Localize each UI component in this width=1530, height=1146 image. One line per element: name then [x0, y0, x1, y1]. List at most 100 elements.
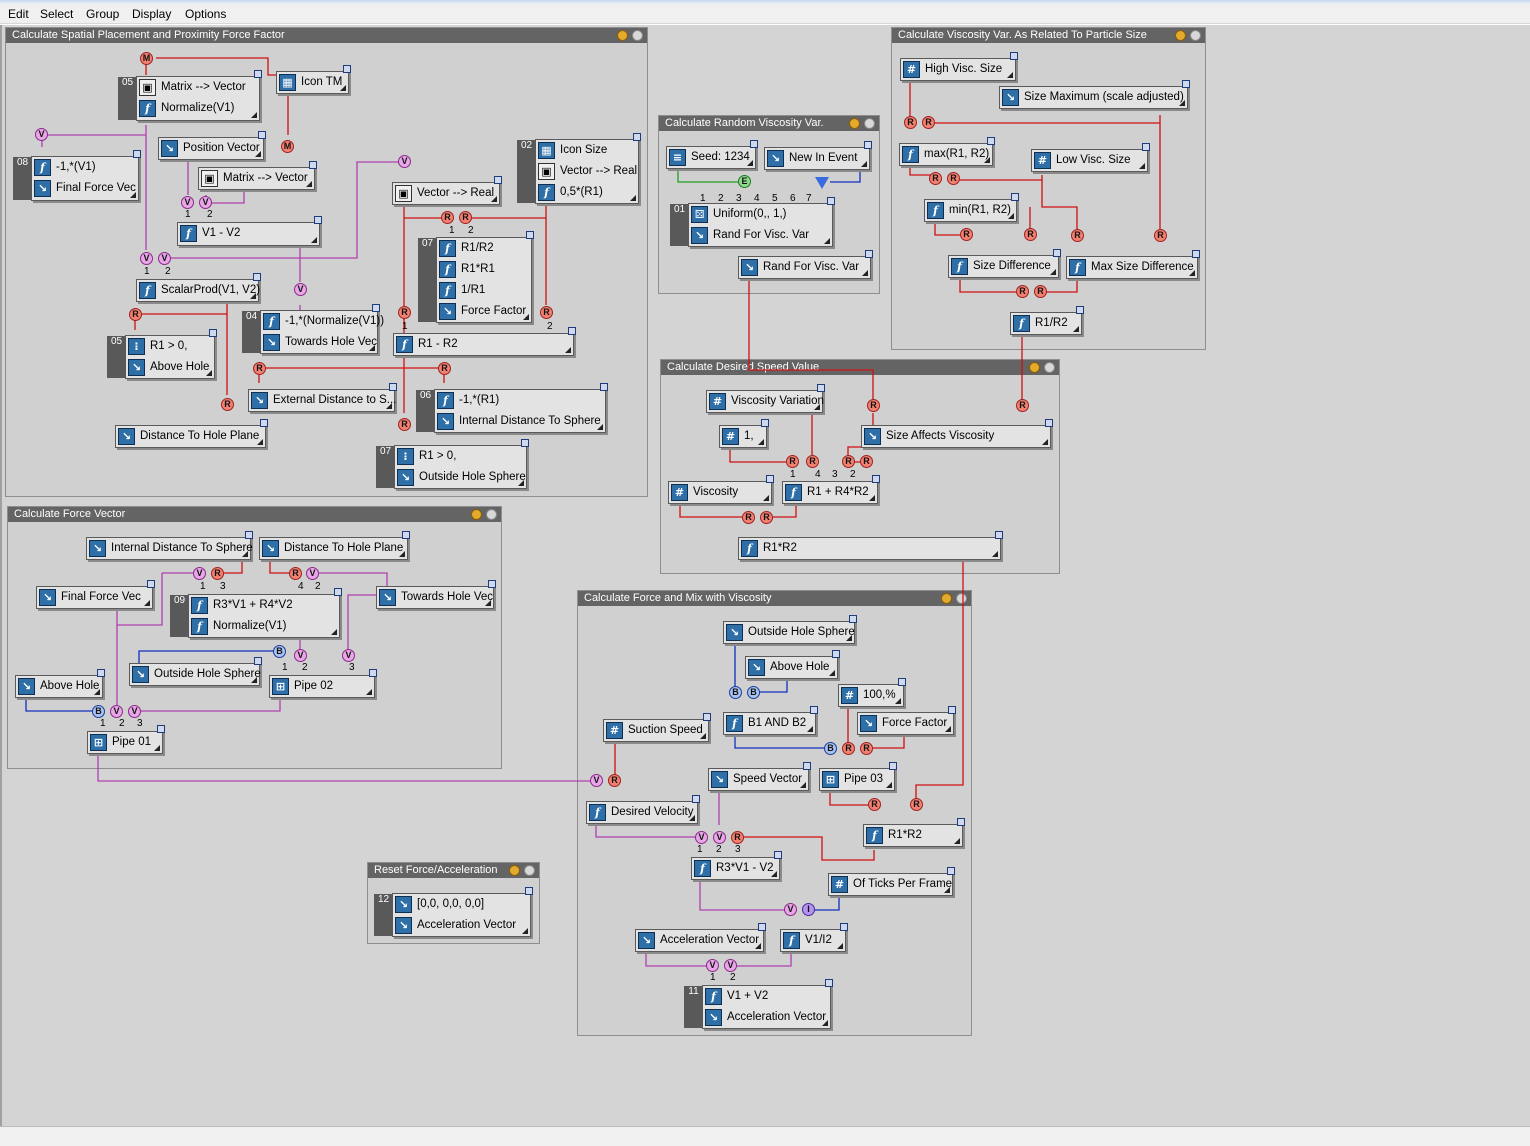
output-port[interactable] [343, 65, 351, 73]
output-port[interactable] [1142, 143, 1150, 151]
corner-handle[interactable] [1008, 213, 1014, 219]
output-port[interactable] [750, 140, 758, 148]
operator-acceleration-vector-input[interactable]: ↘Acceleration Vector [635, 923, 766, 952]
real-pin[interactable]: R [1154, 229, 1167, 242]
operator-vector-to-real[interactable]: ▣Vector --> Real [392, 176, 502, 205]
output-port[interactable] [758, 923, 766, 931]
corner-handle[interactable] [491, 196, 497, 202]
event-pin[interactable]: E [738, 175, 751, 188]
corner-handle[interactable] [518, 480, 524, 486]
output-port[interactable] [526, 231, 534, 239]
operator-outside-hole-sphere-input[interactable]: ↘Outside Hole Sphere [129, 657, 262, 686]
output-port[interactable] [872, 475, 880, 483]
menu-select[interactable]: Select [40, 7, 74, 21]
output-port[interactable] [817, 384, 825, 392]
corner-handle[interactable] [747, 160, 753, 166]
corner-handle[interactable] [771, 871, 777, 877]
output-port[interactable] [1053, 249, 1061, 257]
output-port[interactable] [258, 131, 266, 139]
corner-handle[interactable] [331, 629, 337, 635]
vector-pin[interactable]: V [342, 649, 355, 662]
output-port[interactable] [372, 304, 380, 312]
corner-handle[interactable] [944, 887, 950, 893]
output-port[interactable] [810, 706, 818, 714]
corner-handle[interactable] [895, 698, 901, 704]
output-port[interactable] [827, 197, 835, 205]
corner-handle[interactable] [522, 928, 528, 934]
real-pin[interactable]: R [398, 418, 411, 431]
real-pin[interactable]: R [806, 455, 819, 468]
corner-handle[interactable] [1139, 163, 1145, 169]
corner-handle[interactable] [94, 689, 100, 695]
vector-pin[interactable]: V [199, 196, 212, 209]
options-icon[interactable] [632, 30, 643, 41]
corner-handle[interactable] [597, 424, 603, 430]
corner-handle[interactable] [386, 403, 392, 409]
output-port[interactable] [761, 419, 769, 427]
operator-hundred-percent[interactable]: #100,% [838, 678, 906, 707]
group-title[interactable]: Calculate Force and Mix with Viscosity [578, 591, 971, 606]
real-pin[interactable]: R [868, 798, 881, 811]
real-pin[interactable]: R [842, 742, 855, 755]
real-pin[interactable]: R [867, 399, 880, 412]
output-port[interactable] [157, 725, 165, 733]
corner-handle[interactable] [144, 600, 150, 606]
real-pin[interactable]: R [904, 116, 917, 129]
group-title[interactable]: Reset Force/Acceleration [368, 863, 539, 878]
corner-handle[interactable] [886, 782, 892, 788]
menu-edit[interactable]: Edit [8, 7, 29, 21]
operator-seed[interactable]: ≡Seed: 1234 [666, 140, 758, 169]
real-pin[interactable]: R [1016, 399, 1029, 412]
output-port[interactable] [832, 650, 840, 658]
lock-icon[interactable] [1029, 362, 1040, 373]
operator-towards-hole-vec[interactable]: 04 f-1,*(Normalize(V1)) ↘Towards Hole Ve… [242, 304, 384, 354]
corner-handle[interactable] [565, 347, 571, 353]
vector-pin[interactable]: V [181, 196, 194, 209]
real-pin[interactable]: R [221, 398, 234, 411]
output-port[interactable] [133, 150, 141, 158]
output-port[interactable] [389, 383, 397, 391]
real-pin[interactable]: R [947, 172, 960, 185]
group-title[interactable]: Calculate Force Vector [8, 507, 501, 522]
corner-handle[interactable] [255, 151, 261, 157]
real-pin[interactable]: R [211, 567, 224, 580]
operator-reset-acceleration[interactable]: 12 ↘[0,0, 0,0, 0,0] ↘Acceleration Vector [374, 887, 533, 937]
operator-above-hole-mix[interactable]: ↘Above Hole [745, 650, 840, 679]
output-port[interactable] [840, 923, 848, 931]
output-port[interactable] [633, 133, 641, 141]
output-port[interactable] [260, 419, 268, 427]
operator-low-visc-size[interactable]: #Low Visc. Size [1031, 143, 1150, 172]
output-port[interactable] [600, 383, 608, 391]
options-icon[interactable] [1190, 30, 1201, 41]
vector-pin[interactable]: V [35, 128, 48, 141]
bool-pin[interactable]: B [824, 742, 837, 755]
operator-pipe-02[interactable]: ⊞Pipe 02 [269, 669, 377, 698]
operator-high-visc-size[interactable]: #High Visc. Size [900, 52, 1018, 81]
output-port[interactable] [494, 176, 502, 184]
corner-handle[interactable] [242, 551, 248, 557]
corner-handle[interactable] [206, 370, 212, 376]
output-port[interactable] [369, 669, 377, 677]
corner-handle[interactable] [130, 192, 136, 198]
operator-external-distance[interactable]: ↘External Distance to S... [248, 383, 397, 412]
output-port[interactable] [803, 762, 811, 770]
corner-handle[interactable] [800, 782, 806, 788]
output-port[interactable] [766, 475, 774, 483]
output-port[interactable] [1182, 80, 1190, 88]
operator-final-force-vec-input[interactable]: ↘Final Force Vec [36, 580, 155, 609]
operator-uniform-random[interactable]: 01 ⚄Uniform(0,, 1,) ↘Rand For Visc. Var [670, 197, 835, 247]
output-port[interactable] [1011, 193, 1019, 201]
operator-internal-distance-input[interactable]: ↘Internal Distance To Sphere [86, 531, 253, 560]
output-port[interactable] [254, 657, 262, 665]
corner-handle[interactable] [700, 733, 706, 739]
operator-pipe-03[interactable]: ⊞Pipe 03 [819, 762, 897, 791]
operator-viscosity-variation[interactable]: #Viscosity Variation [706, 384, 825, 413]
